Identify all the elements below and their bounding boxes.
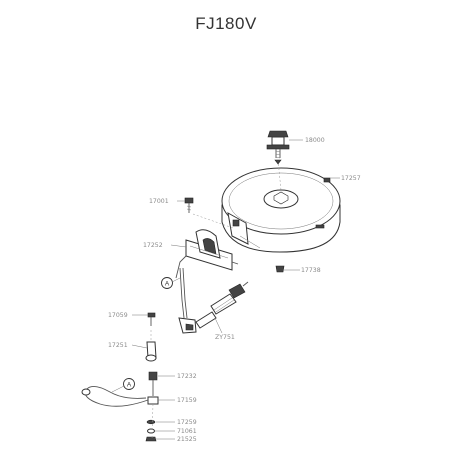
label-terminal-a: 17232 bbox=[177, 373, 197, 380]
starter-bolt bbox=[266, 130, 290, 159]
svg-text:A: A bbox=[165, 281, 170, 288]
flywheel-key bbox=[275, 265, 285, 273]
ground-wire bbox=[81, 386, 149, 407]
svg-text:A: A bbox=[127, 382, 132, 389]
ignition-coil bbox=[175, 229, 239, 279]
label-starter-bolt: 18000 bbox=[305, 137, 325, 144]
reference-marker-a-top: A bbox=[161, 277, 181, 289]
wire-clip bbox=[145, 341, 157, 362]
label-washer: 17259 bbox=[177, 419, 197, 426]
label-nut-b: 21525 bbox=[177, 436, 197, 443]
label-plug-wire-bracket: 17059 bbox=[108, 312, 128, 319]
part-labels: 18000 17257 17001 17252 17738 17059 1725… bbox=[108, 137, 361, 443]
label-ignition-coil: 17252 bbox=[143, 242, 163, 249]
coil-screw bbox=[184, 197, 194, 213]
spark-plug bbox=[178, 281, 249, 334]
label-key: 17738 bbox=[301, 267, 321, 274]
flywheel-assembly bbox=[221, 167, 341, 253]
label-coil-screw: 17001 bbox=[149, 198, 169, 205]
plug-wire-bracket bbox=[147, 312, 156, 326]
label-flywheel: 17257 bbox=[341, 175, 361, 182]
label-terminal-b: 17159 bbox=[177, 397, 197, 404]
leader-lines bbox=[131, 139, 340, 440]
page-title: FJ180V bbox=[195, 14, 257, 33]
terminal-stack bbox=[145, 371, 159, 442]
label-spark-plug: ZY751 bbox=[215, 334, 235, 341]
label-nut-a: 71061 bbox=[177, 428, 197, 435]
label-wire-clip: 17251 bbox=[108, 342, 128, 349]
reference-marker-a-bottom: A bbox=[111, 378, 135, 393]
